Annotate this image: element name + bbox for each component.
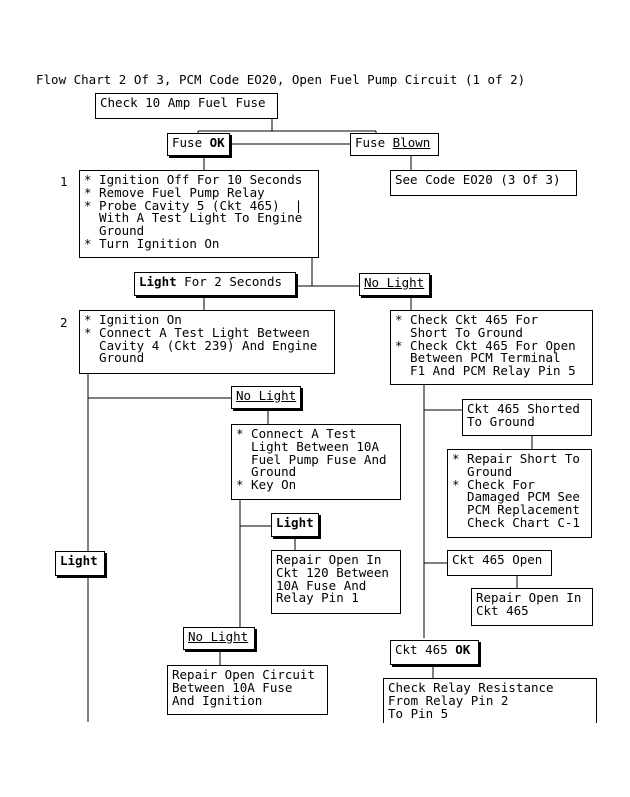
no-light-3-text: No Light xyxy=(188,629,249,644)
step2-box: * Ignition On * Connect A Test Light Bet… xyxy=(79,310,335,374)
step1-box: * Ignition Off For 10 Seconds * Remove F… xyxy=(79,170,319,258)
ckt-open-box: Ckt 465 Open xyxy=(447,550,552,576)
step-number-2: 2 xyxy=(60,315,68,330)
no-light-box-2: No Light xyxy=(231,386,301,409)
light-3-text: Light xyxy=(276,515,314,530)
light-2s-text: For 2 Seconds xyxy=(176,274,282,289)
fuse-ok-box: Fuse OK xyxy=(167,133,230,156)
light-left-box: Light xyxy=(55,551,105,576)
connect-10a-box: * Connect A Test Light Between 10A Fuel … xyxy=(231,424,401,500)
fuse-ok-bold: OK xyxy=(209,135,225,150)
repair-ignition-box: Repair Open Circuit Between 10A Fuse And… xyxy=(167,665,328,715)
ckt-ok-text: Ckt 465 xyxy=(395,642,456,657)
light-bold: Light xyxy=(139,274,177,289)
no-light-box-3: No Light xyxy=(183,627,255,650)
repair-120-box: Repair Open In Ckt 120 Between 10A Fuse … xyxy=(271,550,401,614)
fuse-ok-text: Fuse xyxy=(172,135,210,150)
see-code-box: See Code EO20 (3 Of 3) xyxy=(390,170,577,196)
check-relay-box: Check Relay Resistance From Relay Pin 2 … xyxy=(383,678,597,723)
page-title: Flow Chart 2 Of 3, PCM Code EO20, Open F… xyxy=(36,72,526,87)
check-465-box: * Check Ckt 465 For Short To Ground * Ch… xyxy=(390,310,593,385)
step-number-1: 1 xyxy=(60,174,68,189)
repair-short-box: * Repair Short To Ground * Check For Dam… xyxy=(447,449,592,538)
repair-465-box: Repair Open In Ckt 465 xyxy=(471,588,593,626)
fuse-blown-box: Fuse Blown xyxy=(350,133,439,156)
fuse-blown-text: Fuse xyxy=(355,135,393,150)
fuse-blown-underlined: Blown xyxy=(392,135,431,150)
ckt-shorted-box: Ckt 465 Shorted To Ground xyxy=(462,399,592,436)
no-light-box-1: No Light xyxy=(359,273,430,296)
ckt-ok-box: Ckt 465 OK xyxy=(390,640,479,665)
light-box-3: Light xyxy=(271,513,319,537)
ckt-ok-bold: OK xyxy=(455,642,471,657)
check-fuse-box: Check 10 Amp Fuel Fuse xyxy=(95,93,278,119)
no-light-1-text: No Light xyxy=(364,275,425,290)
light-2-seconds-box: Light For 2 Seconds xyxy=(134,272,296,296)
light-left-text: Light xyxy=(60,553,98,568)
no-light-2-text: No Light xyxy=(236,388,297,403)
